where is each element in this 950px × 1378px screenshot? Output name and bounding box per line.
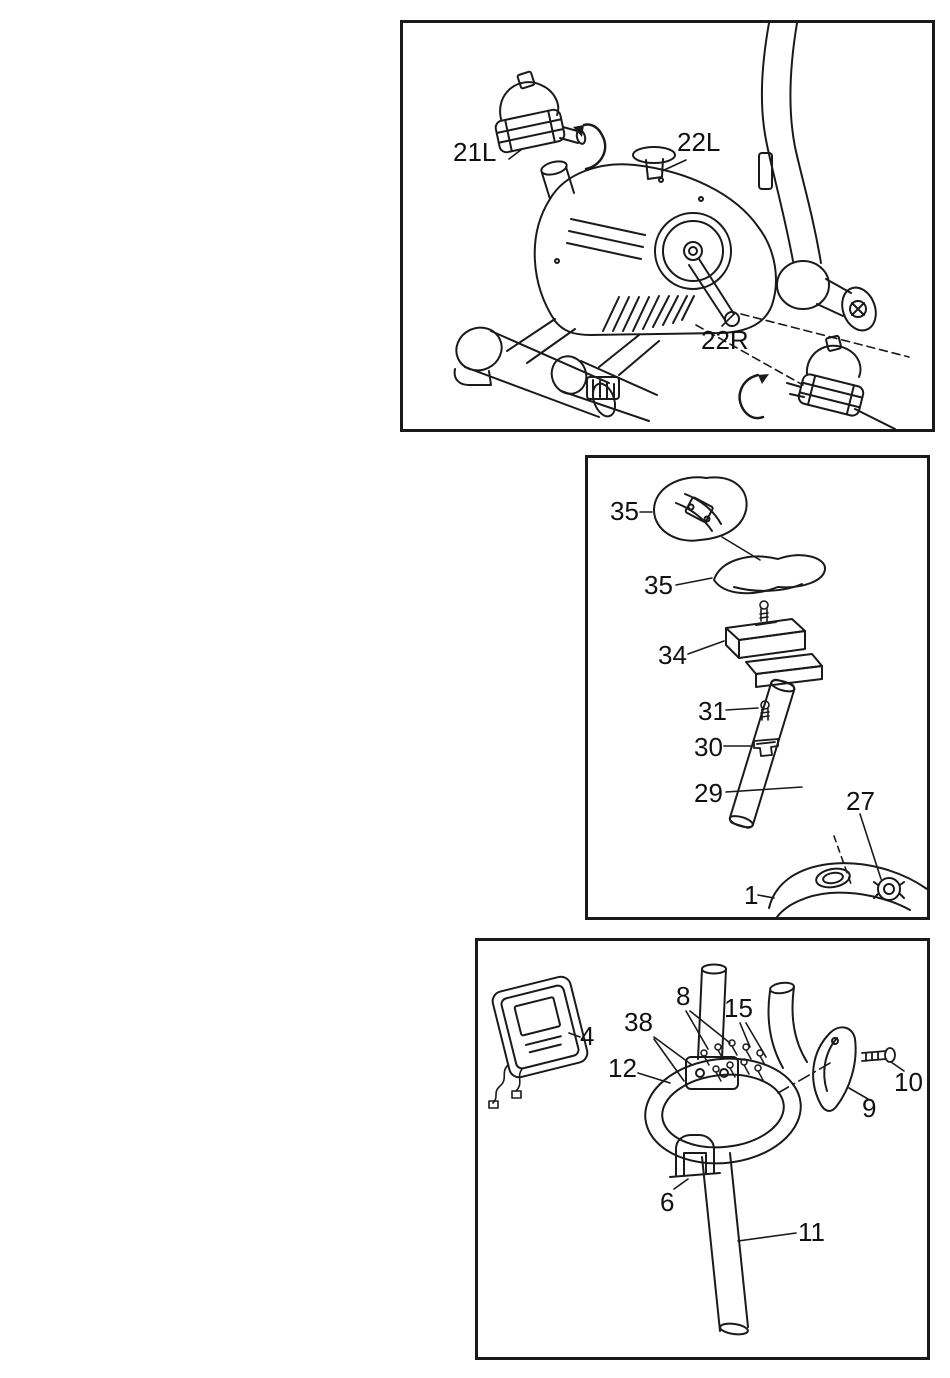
part-label-38: 38 bbox=[624, 1007, 653, 1037]
part-label-11: 11 bbox=[798, 1217, 825, 1247]
part-label-34: 34 bbox=[658, 640, 687, 670]
part-label-27: 27 bbox=[846, 786, 875, 816]
part-label-35-top: 35 bbox=[610, 496, 639, 526]
bike-line-art bbox=[453, 23, 910, 429]
part-label-31: 31 bbox=[698, 696, 727, 726]
front-stabilizer bbox=[453, 318, 617, 418]
figure-handlebar-assembly: 4 8 38 15 12 10 9 6 11 bbox=[475, 938, 930, 1360]
part-label-8: 8 bbox=[676, 981, 691, 1011]
console-wires bbox=[488, 1064, 523, 1109]
crank-axis-dashed bbox=[695, 313, 910, 386]
crank-arm bbox=[688, 258, 740, 327]
adjust-knob bbox=[632, 146, 676, 180]
part-label-22L: 22L bbox=[677, 127, 721, 157]
rear-frame bbox=[776, 260, 877, 332]
seat-bolt bbox=[759, 600, 769, 622]
part-label-9: 9 bbox=[862, 1093, 877, 1123]
rotation-arrow-left-icon bbox=[573, 123, 607, 171]
part-label-30: 30 bbox=[694, 732, 723, 762]
leader-lines bbox=[508, 148, 735, 327]
pedal-right bbox=[786, 334, 896, 429]
grip-piece bbox=[812, 1026, 857, 1112]
axis-dashdot bbox=[777, 1062, 831, 1094]
vent-hatch bbox=[602, 295, 695, 332]
frame-socket bbox=[768, 862, 927, 917]
seat-line-art bbox=[639, 476, 927, 917]
slider-plate bbox=[745, 653, 823, 688]
stem-tube bbox=[697, 963, 727, 1060]
handlebar-post bbox=[701, 1152, 749, 1336]
pedal-left bbox=[494, 70, 587, 154]
seat-post bbox=[728, 678, 796, 829]
rear-stabilizer bbox=[550, 334, 660, 422]
saddle-side-view bbox=[713, 554, 826, 595]
rotation-arrow-right-icon bbox=[738, 373, 769, 420]
clamp-6 bbox=[669, 1134, 721, 1178]
figure-seat-assembly: 35 35 34 31 30 29 27 1 bbox=[585, 455, 930, 920]
leader-lines bbox=[639, 511, 882, 899]
part-label-6: 6 bbox=[660, 1187, 675, 1217]
screw-set bbox=[700, 1039, 766, 1082]
handlebar-loop bbox=[644, 1057, 802, 1165]
part-label-10: 10 bbox=[894, 1067, 923, 1097]
front-post bbox=[758, 23, 822, 264]
part-label-12: 12 bbox=[608, 1053, 637, 1083]
part-label-29: 29 bbox=[694, 778, 723, 808]
flywheel bbox=[654, 212, 732, 290]
seat-tube bbox=[540, 160, 575, 200]
part-label-4: 4 bbox=[580, 1021, 595, 1051]
part-label-35-side: 35 bbox=[644, 570, 673, 600]
bolt-10 bbox=[861, 1047, 896, 1063]
stem-clamp bbox=[685, 1056, 739, 1090]
part-label-1: 1 bbox=[744, 880, 759, 910]
leader-lines bbox=[568, 1010, 905, 1242]
handlebar-line-art bbox=[488, 963, 905, 1336]
main-shroud bbox=[533, 163, 777, 336]
seat-clamp bbox=[725, 618, 806, 659]
part-label-22R: 22R bbox=[701, 325, 749, 355]
saddle-under-view bbox=[653, 476, 748, 542]
part-label-21L: 21L bbox=[453, 137, 497, 167]
knob-27 bbox=[873, 877, 905, 901]
figure-pedal-installation: 21L 22L 22R bbox=[400, 20, 935, 432]
part-label-15: 15 bbox=[724, 993, 753, 1023]
console bbox=[488, 975, 589, 1109]
insert-dashed-line bbox=[833, 835, 852, 885]
right-tube bbox=[767, 981, 808, 1069]
